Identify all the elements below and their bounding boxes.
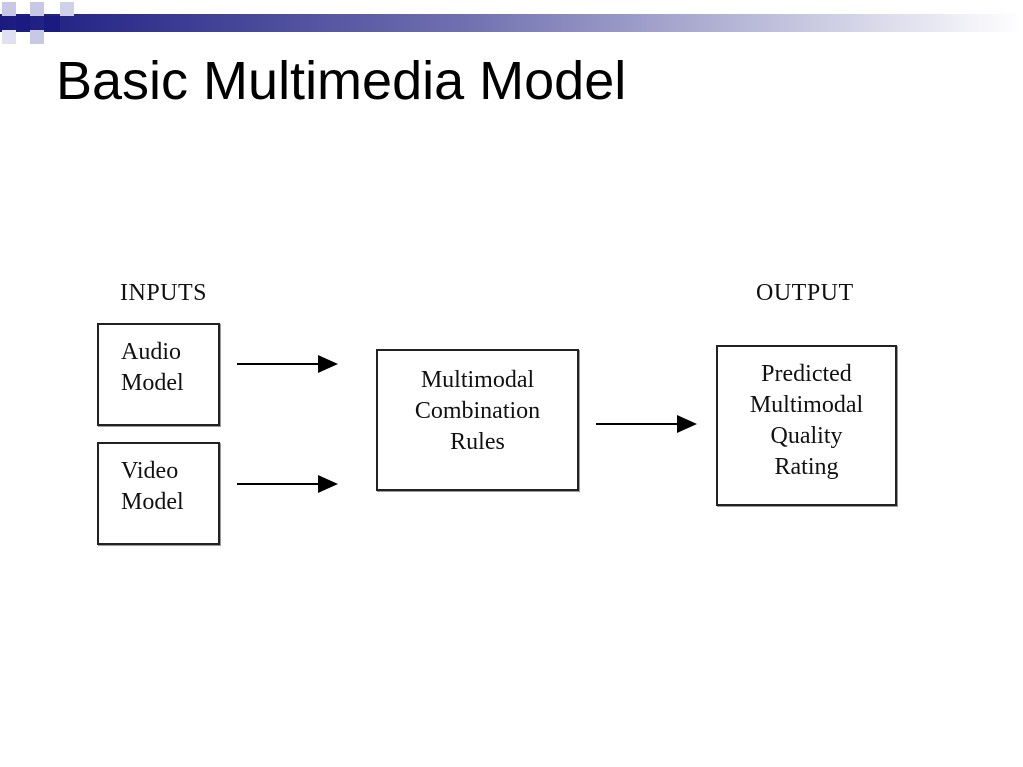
audio-model-box: Audio Model [97,323,220,426]
decor-square [2,2,16,16]
decor-square [30,30,44,44]
output-box-line: Predicted [761,361,852,387]
decor-square [16,16,30,30]
audio-box-line: Model [121,370,184,396]
audio-box-line: Audio [121,339,181,365]
arrow-audio-to-combination [237,355,338,373]
combination-box-line: Combination [414,398,541,424]
title-gradient-band [0,2,1023,44]
video-box-line: Model [121,489,184,515]
output-heading: OUTPUT [756,280,854,306]
arrow-video-to-combination [237,475,338,493]
output-box-line: Multimodal [749,392,864,418]
combination-box-line: Rules [450,429,505,455]
arrow-combination-to-output [596,415,697,433]
video-box-line: Video [121,458,179,484]
inputs-heading: INPUTS [120,280,208,306]
output-box-line: Rating [774,454,839,480]
decor-square [2,30,16,44]
slide-title: Basic Multimedia Model [56,51,627,111]
decor-square [30,2,44,16]
combination-rules-box: Multimodal Combination Rules [376,349,579,491]
combination-box-line: Multimodal [420,367,535,393]
video-model-box: Video Model [97,442,220,545]
output-box-line: Quality [770,423,843,449]
decor-square [44,16,60,32]
predicted-rating-box: Predicted Multimodal Quality Rating [716,345,897,506]
decor-square [60,2,74,16]
